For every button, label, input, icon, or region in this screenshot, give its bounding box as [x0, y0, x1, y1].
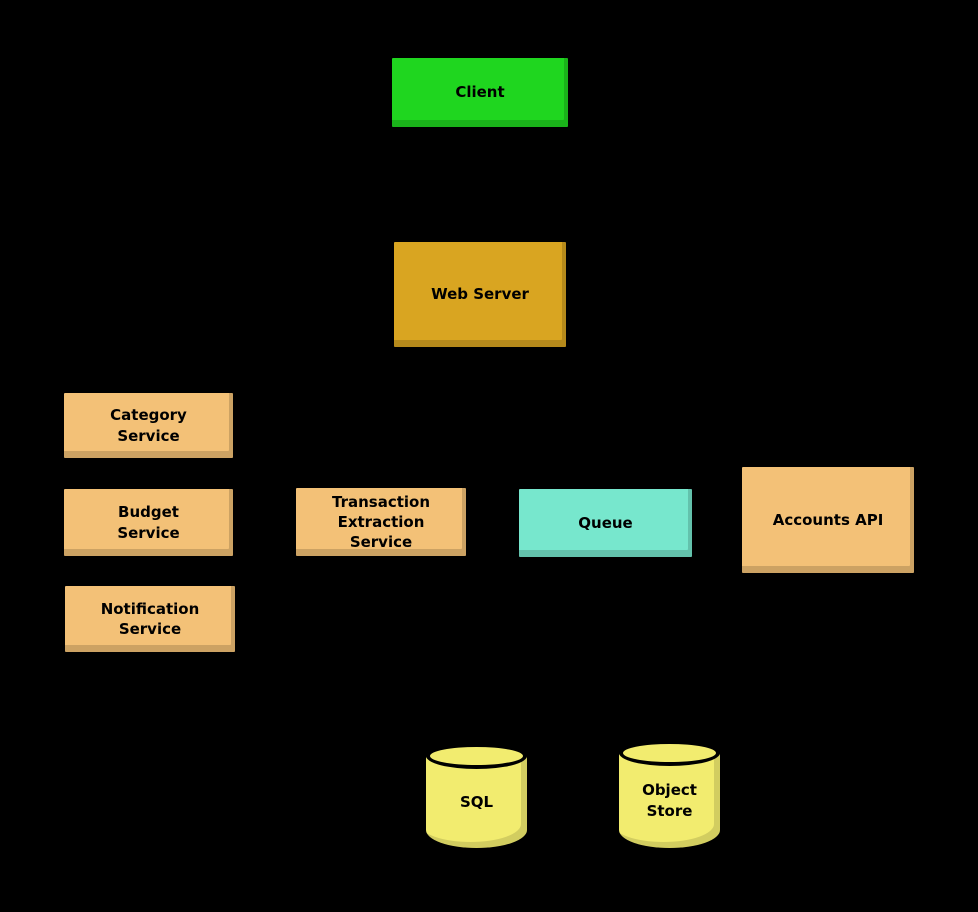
- node-client-label: Client: [455, 83, 505, 102]
- node-sql-database: SQL: [426, 743, 527, 848]
- node-queue-label: Queue: [578, 513, 633, 532]
- node-transaction-extraction-service-label: Transaction Extraction Service: [331, 492, 431, 552]
- node-budget-service-label: Budget Service: [117, 503, 180, 542]
- node-web-server-label: Web Server: [431, 285, 529, 304]
- node-notification-service-label: Notification Service: [100, 599, 200, 638]
- node-accounts-api: Accounts API: [742, 467, 914, 573]
- node-queue: Queue: [519, 489, 692, 557]
- node-object-store-database: Object Store: [619, 740, 720, 848]
- node-web-server: Web Server: [394, 242, 566, 347]
- cylinder-top-ellipse: [619, 740, 720, 766]
- node-budget-service: Budget Service: [64, 489, 233, 556]
- node-category-service-label: Category Service: [110, 406, 187, 445]
- cylinder-body: Object Store: [619, 753, 720, 848]
- cylinder-body: SQL: [426, 756, 527, 848]
- node-client: Client: [392, 58, 568, 127]
- node-accounts-api-label: Accounts API: [772, 510, 884, 529]
- node-sql-label: SQL: [459, 792, 494, 811]
- node-transaction-extraction-service: Transaction Extraction Service: [296, 488, 466, 556]
- node-notification-service: Notification Service: [65, 586, 235, 652]
- node-object-store-label: Object Store: [642, 781, 697, 820]
- cylinder-top-ellipse: [426, 743, 527, 769]
- node-category-service: Category Service: [64, 393, 233, 458]
